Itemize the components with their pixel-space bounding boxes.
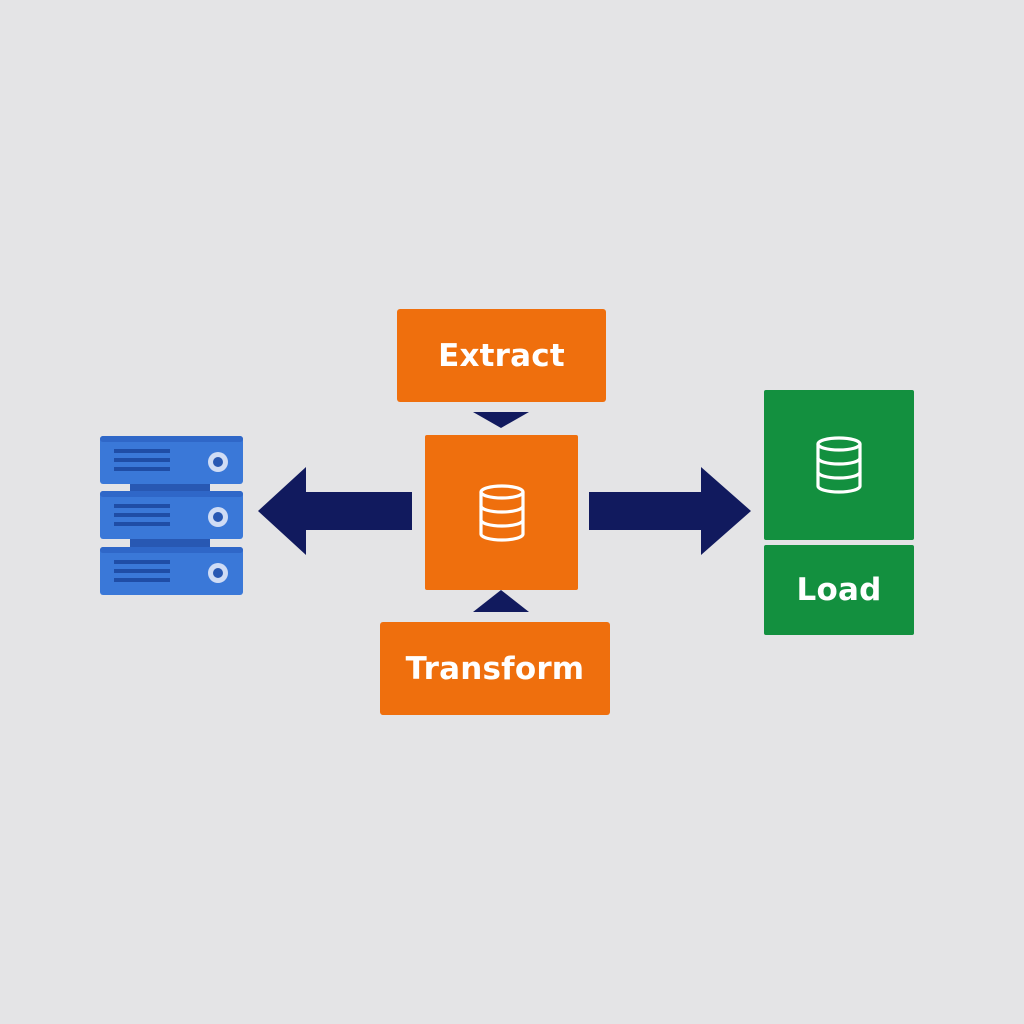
arrow-down-extract xyxy=(473,412,529,428)
arrow-right xyxy=(589,467,751,555)
server-unit-1 xyxy=(100,436,243,484)
load-node: Load xyxy=(764,545,914,635)
extract-label: Extract xyxy=(438,337,565,374)
server-stack-icon xyxy=(100,436,243,595)
arrow-up-transform xyxy=(473,590,529,612)
transform-hub-node xyxy=(425,435,578,590)
arrow-left xyxy=(258,467,412,555)
load-label: Load xyxy=(796,572,882,608)
transform-label: Transform xyxy=(405,650,585,687)
load-icon-node xyxy=(764,390,914,540)
server-unit-3 xyxy=(100,547,243,595)
server-unit-2 xyxy=(100,491,243,539)
database-icon xyxy=(816,436,862,494)
database-icon xyxy=(478,483,525,542)
transform-node: Transform xyxy=(380,622,610,715)
extract-node: Extract xyxy=(397,309,606,402)
